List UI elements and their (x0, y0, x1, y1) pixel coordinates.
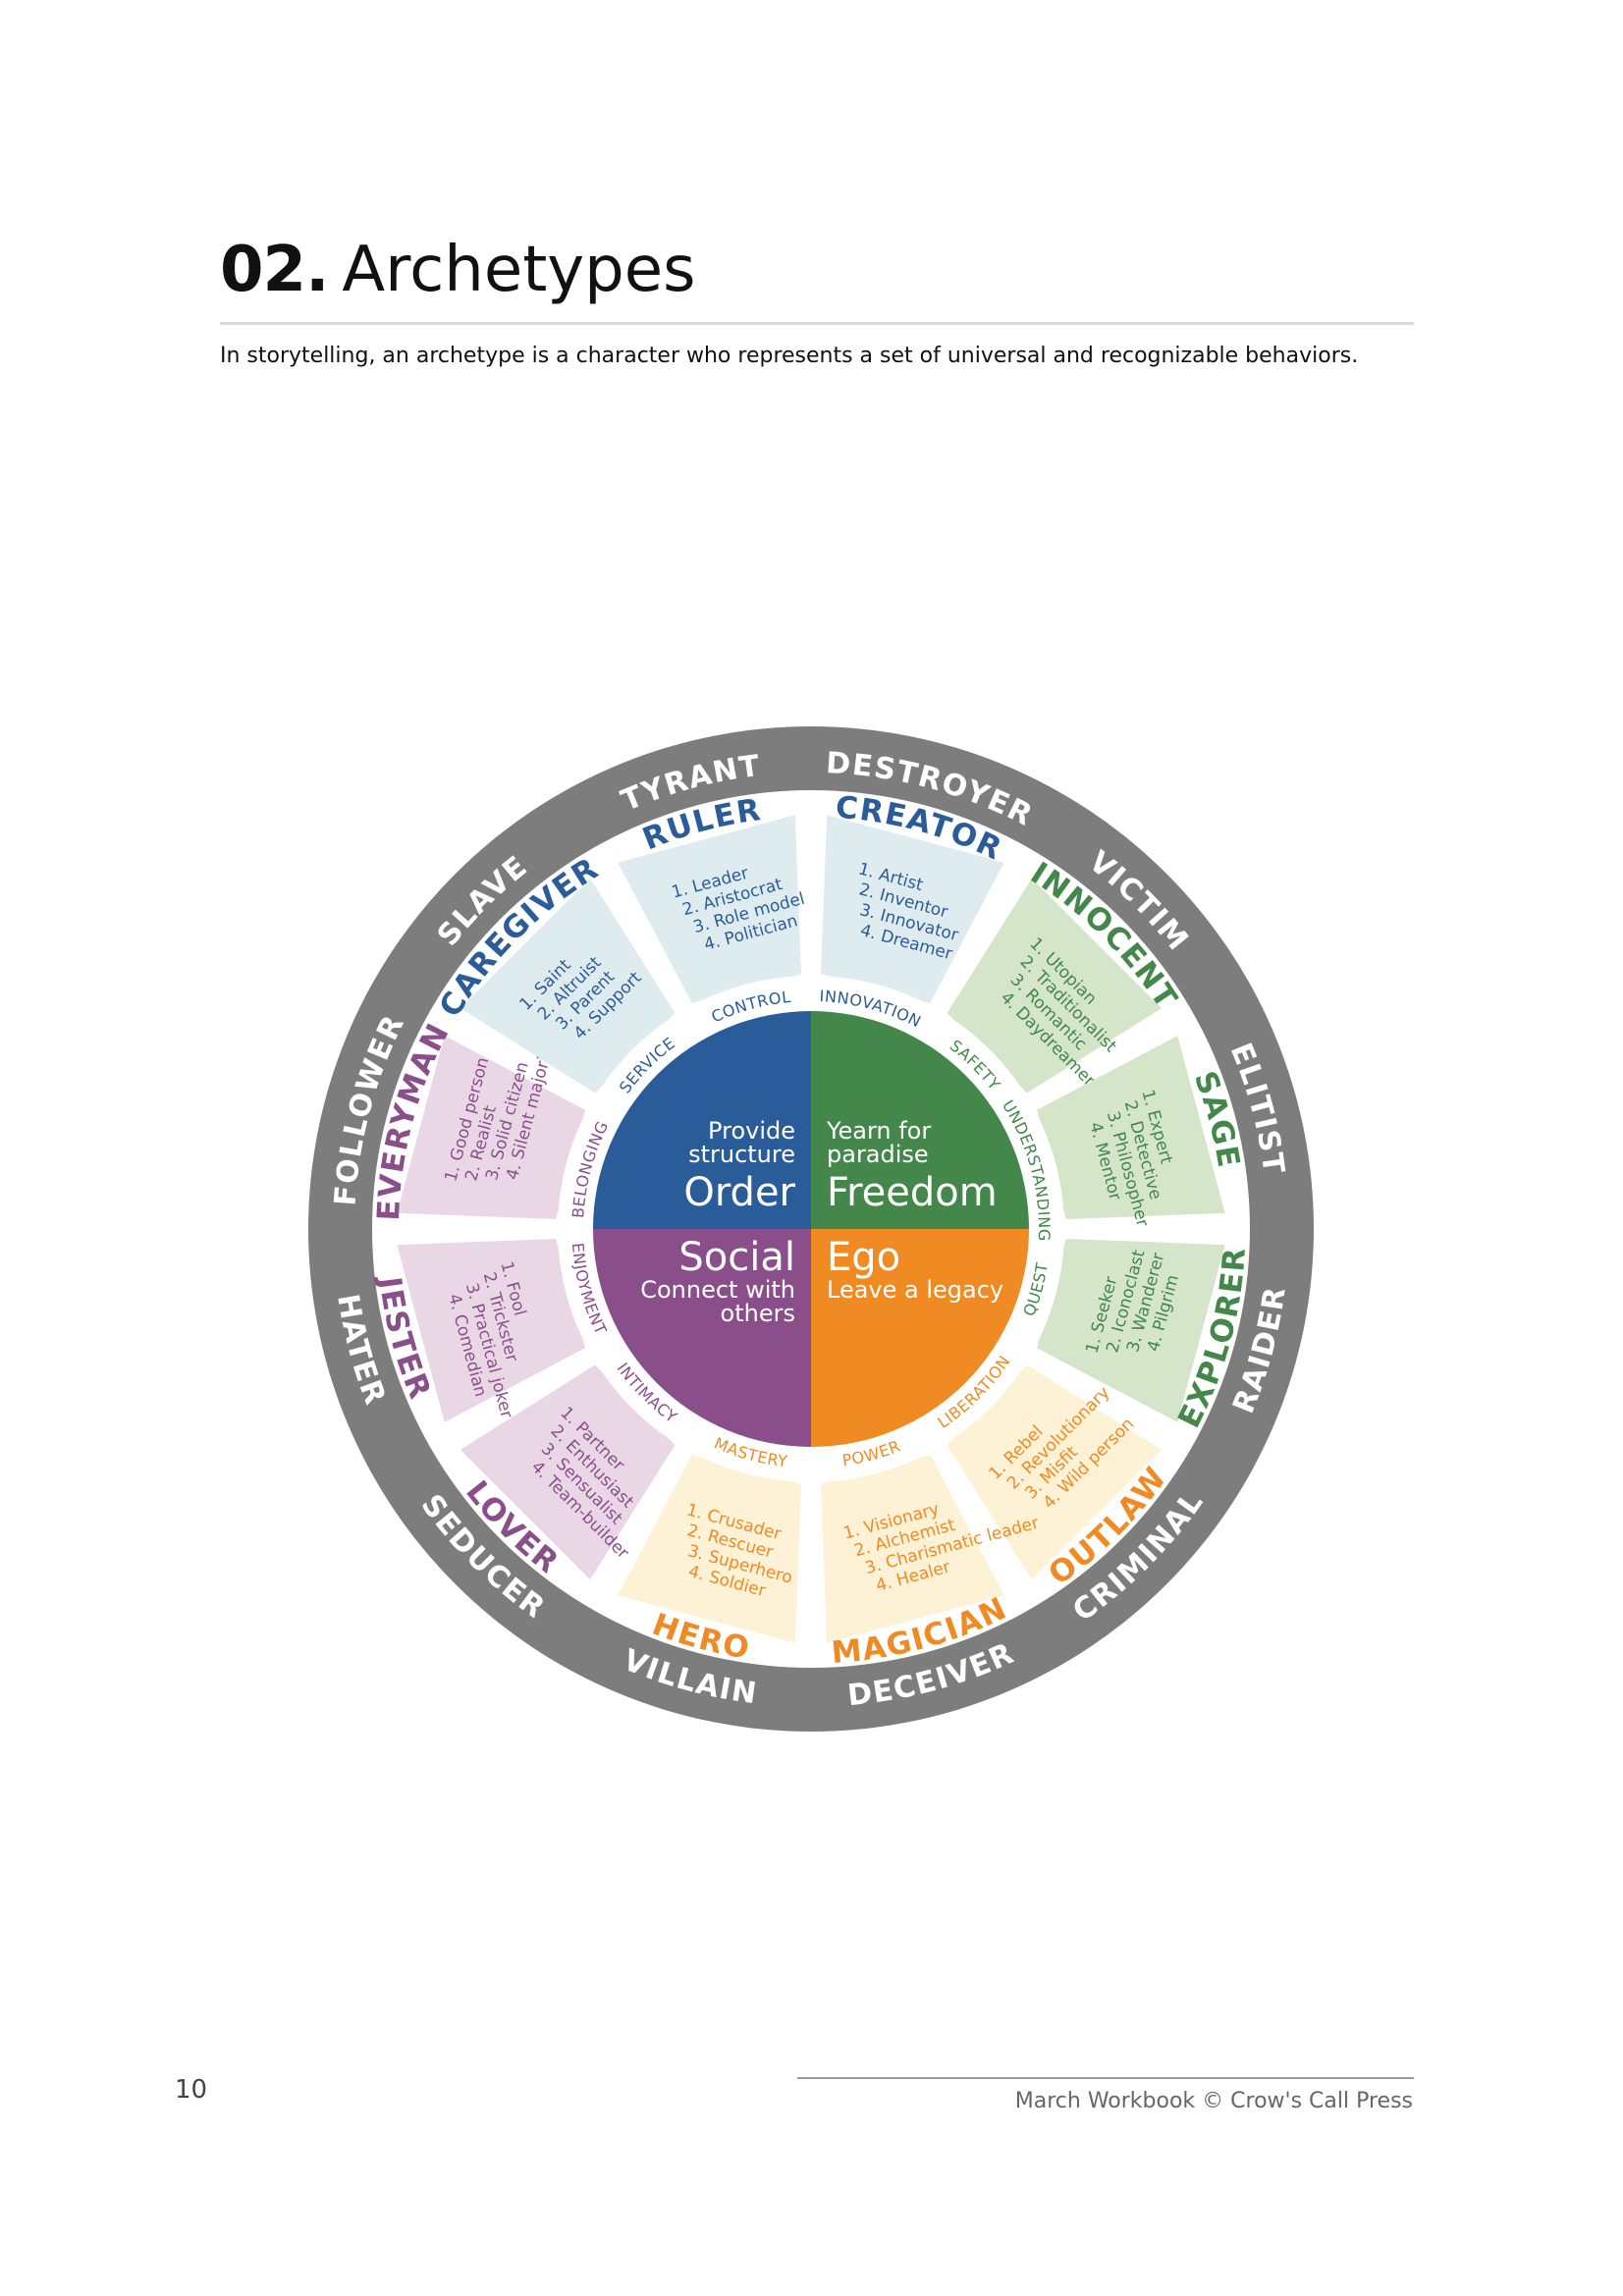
archetype-segment-explorer (1036, 1238, 1225, 1422)
archetype-segment-creator (820, 815, 1004, 1004)
footer-credit: March Workbook © Crow's Call Press (1014, 2089, 1413, 2113)
archetype-segment-jester (397, 1238, 586, 1422)
quadrant-freedom-title: Freedom (827, 1170, 998, 1215)
archetype-segment-outlaw (947, 1364, 1163, 1580)
quadrant-order (593, 1011, 811, 1229)
archetype-segment-innocent (947, 878, 1163, 1094)
quadrant-order-subtitle-line2: structure (688, 1141, 795, 1168)
quadrant-freedom-subtitle-line2: paradise (827, 1141, 929, 1168)
quadrant-order-subtitle-line1: Provide (708, 1117, 795, 1145)
quadrant-freedom (811, 1011, 1029, 1229)
archetype-segment-caregiver (460, 878, 676, 1094)
archetype-segment-everyman (397, 1036, 586, 1220)
quadrant-order-title: Order (683, 1170, 795, 1215)
footer-divider (797, 2077, 1414, 2079)
quadrant-social (593, 1229, 811, 1447)
quadrant-ego-title: Ego (827, 1235, 900, 1280)
page-number: 10 (175, 2075, 208, 2105)
archetype-segment-sage (1036, 1036, 1225, 1220)
quadrant-freedom-subtitle-line1: Yearn for (826, 1117, 931, 1145)
quadrant-social-subtitle-line2: others (721, 1300, 795, 1327)
section-heading: 02. Archetypes (220, 234, 696, 332)
archetype-segment-hero (618, 1454, 802, 1643)
quadrant-social-subtitle-line1: Connect with (640, 1276, 795, 1304)
section-title: Archetypes (342, 234, 696, 306)
intro-text: In storytelling, an archetype is a chara… (220, 344, 1359, 368)
quadrant-ego-subtitle: Leave a legacy (827, 1276, 1003, 1304)
quadrant-social-title: Social (678, 1235, 795, 1280)
archetype-segment-lover (460, 1364, 676, 1580)
section-number: 02. (220, 234, 329, 306)
archetype-segment-ruler (618, 815, 802, 1004)
quadrant-ego (811, 1229, 1029, 1447)
archetype-segment-magician (820, 1454, 1004, 1643)
heading-divider (220, 322, 1414, 325)
